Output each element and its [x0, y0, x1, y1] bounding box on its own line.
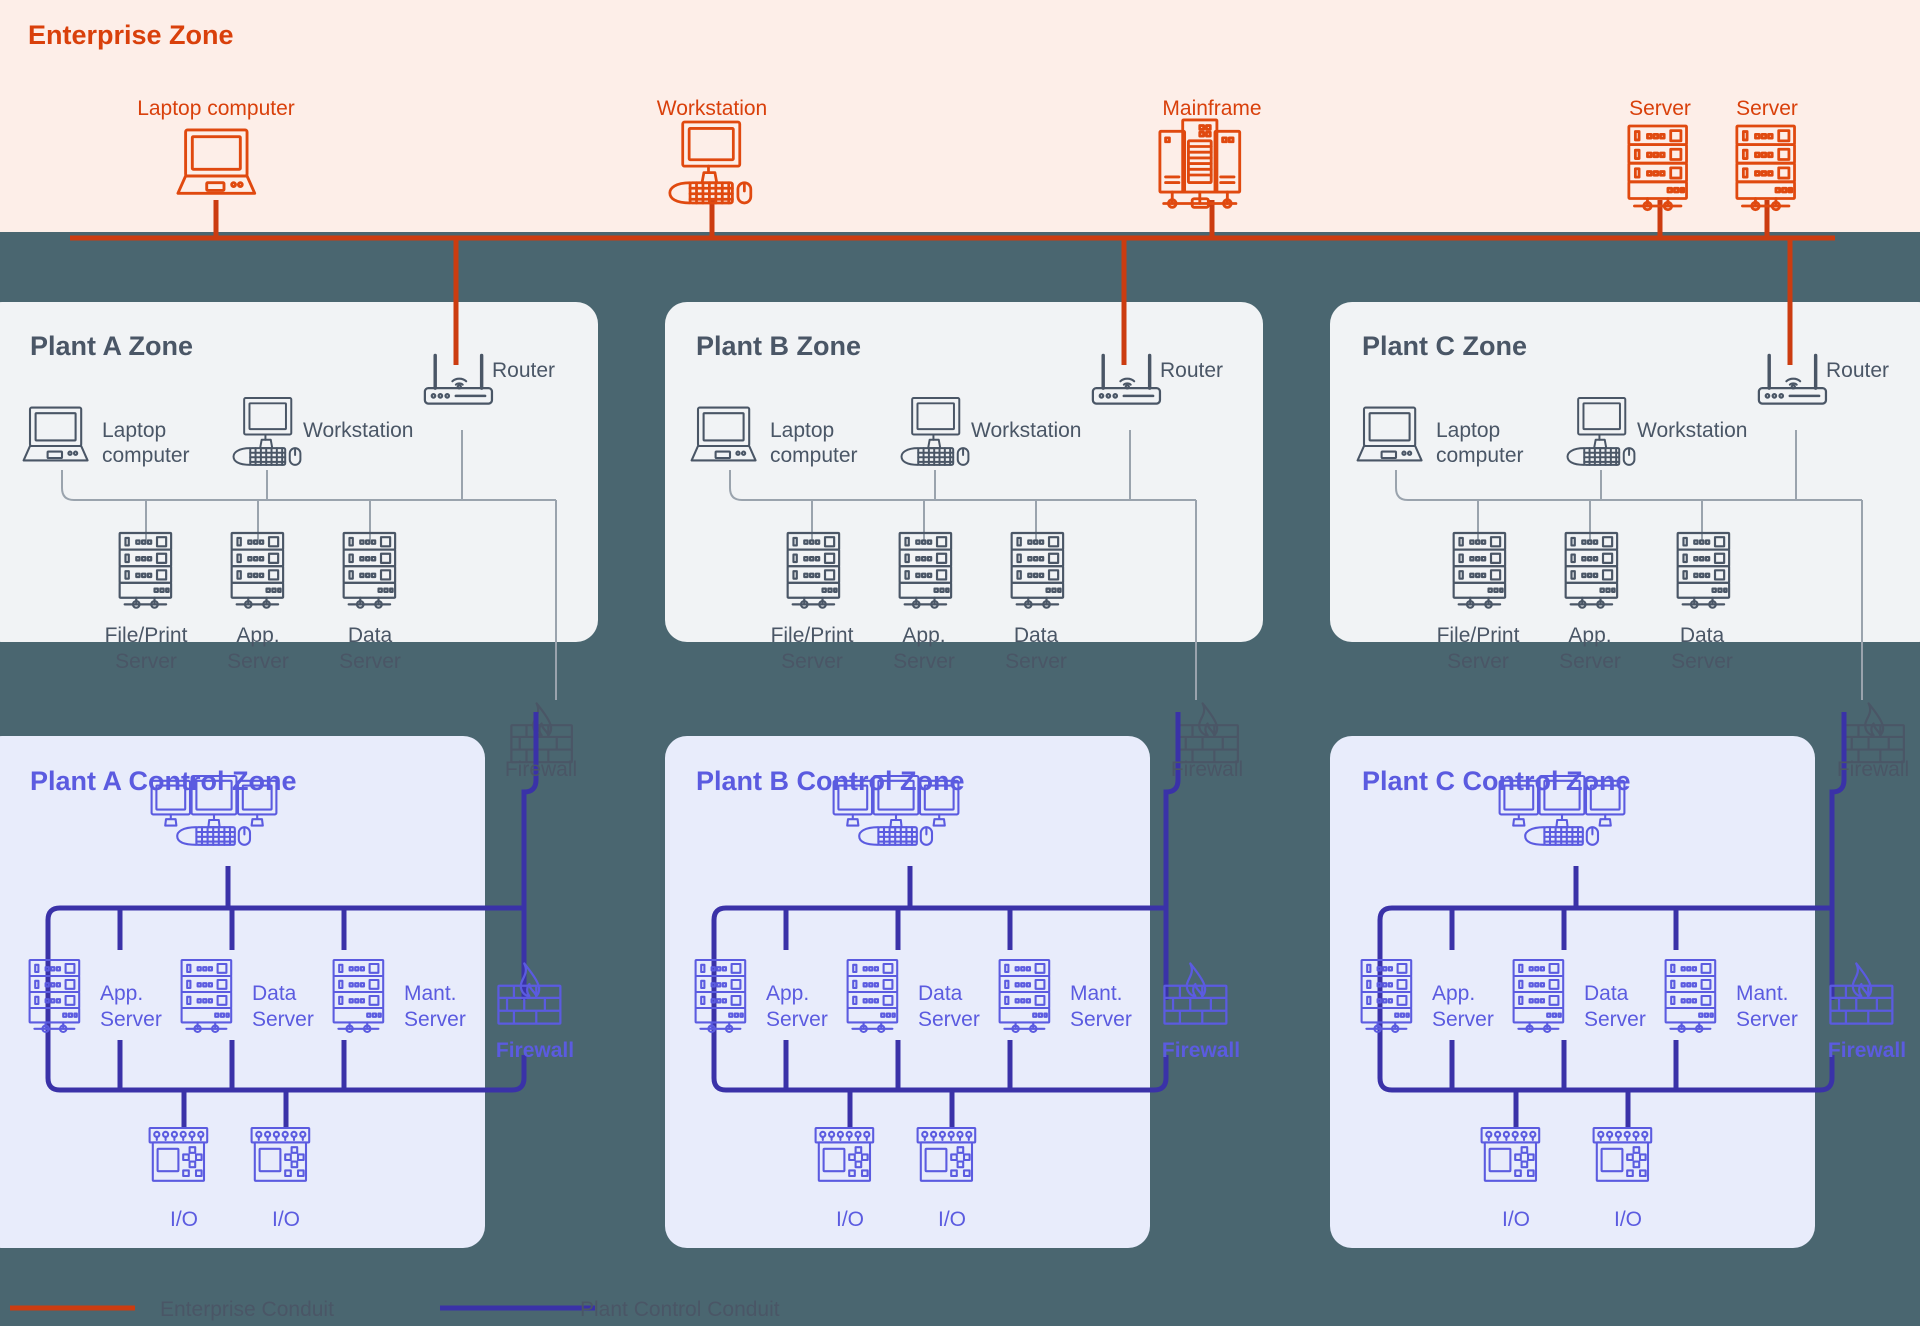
plant-c-laptop-label-l1: Laptop	[1436, 419, 1500, 442]
plant-a-workstation-label: Workstation	[303, 419, 414, 442]
legend-label-control: Plant Control Conduit	[580, 1298, 780, 1321]
plant-c-router-label: Router	[1826, 359, 1889, 382]
control-c-server-label-0-l1: App.	[1432, 982, 1475, 1005]
control-b-server-label-2-l2: Server	[1070, 1008, 1132, 1031]
plant-a-server-label-0-l2: Server	[115, 650, 177, 673]
enterprise-zone-panel	[0, 0, 1920, 232]
control-c-links	[1377, 712, 1847, 1128]
plant-a-control-zone-panel	[0, 736, 485, 1248]
plant-b-firewall-icon	[1176, 702, 1239, 764]
plant-a-server-label-1-l2: Server	[227, 650, 289, 673]
plant-a-server-label-0-l1: File/Print	[105, 624, 188, 647]
plant-b-server-label-0-l2: Server	[781, 650, 843, 673]
plant-a-server-label-1-l1: App.	[236, 624, 279, 647]
control-c-server-label-0-l2: Server	[1432, 1008, 1494, 1031]
enterprise-device-label-1: Workstation	[657, 97, 768, 120]
plant-b-server-label-1-l2: Server	[893, 650, 955, 673]
plant-b-workstation-label: Workstation	[971, 419, 1082, 442]
enterprise-device-label-3: Server	[1629, 97, 1691, 120]
enterprise-conduit-bus	[70, 200, 1835, 365]
control-a-firewall-label: Firewall	[496, 1039, 574, 1062]
plant-a-zone-title: Plant A Zone	[30, 331, 193, 361]
plant-a-firewall-icon	[510, 702, 573, 764]
plant-c-laptop-label-l2: computer	[1436, 444, 1524, 467]
control-a-links	[45, 712, 539, 1128]
plant-b-laptop-label-l1: Laptop	[770, 419, 834, 442]
control-c-firewall-label: Firewall	[1828, 1039, 1906, 1062]
control-a-io-label-1: I/O	[272, 1208, 300, 1231]
plant-c-internal-links	[1395, 430, 1863, 700]
control-a-server-label-1-l2: Server	[252, 1008, 314, 1031]
control-a-server-label-0-l2: Server	[100, 1008, 162, 1031]
enterprise-device-label-4: Server	[1736, 97, 1798, 120]
plant-b-router-label: Router	[1160, 359, 1223, 382]
plant-b-laptop-label-l2: computer	[770, 444, 858, 467]
plant-a-server-label-2-l2: Server	[339, 650, 401, 673]
control-c-server-label-1-l2: Server	[1584, 1008, 1646, 1031]
plant-b-zone-panel	[665, 302, 1263, 642]
enterprise-zone-title: Enterprise Zone	[28, 20, 234, 50]
plant-a-server-label-2-l1: Data	[348, 624, 393, 647]
control-b-io-label-1: I/O	[938, 1208, 966, 1231]
plant-b-control-zone-panel	[665, 736, 1150, 1248]
control-a-server-label-1-l1: Data	[252, 982, 297, 1005]
plant-b-server-label-1-l1: App.	[902, 624, 945, 647]
control-b-server-label-0-l2: Server	[766, 1008, 828, 1031]
control-c-server-label-2-l1: Mant.	[1736, 982, 1789, 1005]
control-a-server-label-0-l1: App.	[100, 982, 143, 1005]
control-c-server-label-2-l2: Server	[1736, 1008, 1798, 1031]
legend-label-enterprise: Enterprise Conduit	[160, 1298, 334, 1321]
plant-c-server-label-1-l2: Server	[1559, 650, 1621, 673]
plant-c-control-zone-panel	[1330, 736, 1815, 1248]
control-c-zone-title: Plant C Control Zone	[1362, 766, 1630, 796]
plant-a-laptop-label-l2: computer	[102, 444, 190, 467]
control-c-firewall-icon	[1829, 962, 1894, 1025]
plant-b-server-label-2-l1: Data	[1014, 624, 1059, 647]
plant-c-firewall-icon	[1842, 702, 1905, 764]
control-c-io-label-0: I/O	[1502, 1208, 1530, 1231]
control-a-server-label-2-l1: Mant.	[404, 982, 457, 1005]
enterprise-device-label-0: Laptop computer	[137, 97, 295, 120]
plant-a-laptop-label-l1: Laptop	[102, 419, 166, 442]
control-b-links	[711, 712, 1181, 1128]
control-b-server-label-1-l2: Server	[918, 1008, 980, 1031]
plant-a-firewall-label: Firewall	[505, 758, 577, 781]
control-b-firewall-icon	[1163, 962, 1228, 1025]
plant-c-server-label-2-l1: Data	[1680, 624, 1725, 647]
plant-b-firewall-label: Firewall	[1171, 758, 1243, 781]
plant-a-router-label: Router	[492, 359, 555, 382]
plant-b-server-label-2-l2: Server	[1005, 650, 1067, 673]
control-b-io-label-0: I/O	[836, 1208, 864, 1231]
control-b-firewall-label: Firewall	[1162, 1039, 1240, 1062]
enterprise-device-label-2: Mainframe	[1162, 97, 1261, 120]
plant-c-workstation-label: Workstation	[1637, 419, 1748, 442]
plant-c-server-label-2-l2: Server	[1671, 650, 1733, 673]
control-c-server-label-1-l1: Data	[1584, 982, 1629, 1005]
control-b-server-label-0-l1: App.	[766, 982, 809, 1005]
control-b-server-label-1-l1: Data	[918, 982, 963, 1005]
control-a-zone-title: Plant A Control Zone	[30, 766, 296, 796]
control-b-zone-title: Plant B Control Zone	[696, 766, 964, 796]
plant-b-server-label-0-l1: File/Print	[771, 624, 854, 647]
plant-c-server-label-0-l1: File/Print	[1437, 624, 1520, 647]
control-a-io-label-0: I/O	[170, 1208, 198, 1231]
plant-b-zone-title: Plant B Zone	[696, 331, 861, 361]
plant-c-firewall-label: Firewall	[1837, 758, 1909, 781]
control-a-firewall-icon	[497, 962, 562, 1025]
control-b-server-label-2-l1: Mant.	[1070, 982, 1123, 1005]
plant-c-server-label-0-l2: Server	[1447, 650, 1509, 673]
control-c-io-label-1: I/O	[1614, 1208, 1642, 1231]
plant-c-server-label-1-l1: App.	[1568, 624, 1611, 647]
plant-c-zone-title: Plant C Zone	[1362, 331, 1527, 361]
control-a-server-label-2-l2: Server	[404, 1008, 466, 1031]
